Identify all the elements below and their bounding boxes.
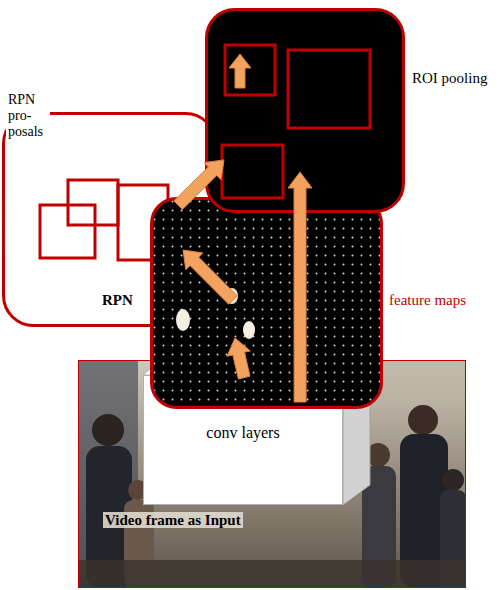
node-label: conv layers (143, 425, 343, 441)
flow-arrow (288, 172, 312, 402)
text-holder: ROI pooling (412, 70, 487, 86)
node-label: Video frame as Input (103, 512, 243, 528)
text-holder: Video frame as Input (103, 512, 243, 528)
text-holder: RPN pro- posals (6, 92, 50, 140)
node-label: RPN pro- posals (6, 92, 50, 140)
node-label: ROI pooling (412, 70, 487, 86)
flow-arrow (174, 160, 224, 210)
node-label: feature maps (389, 292, 466, 308)
node-body-label: RPN (102, 292, 133, 308)
feature-maps-box: feature maps (150, 197, 383, 409)
text-holder: conv layers (143, 425, 343, 441)
node-outline (150, 197, 383, 409)
flow-arrow (227, 338, 250, 379)
text-holder: feature maps (389, 292, 466, 308)
flow-arrow (183, 250, 237, 304)
text-holder: RPN (102, 292, 133, 308)
